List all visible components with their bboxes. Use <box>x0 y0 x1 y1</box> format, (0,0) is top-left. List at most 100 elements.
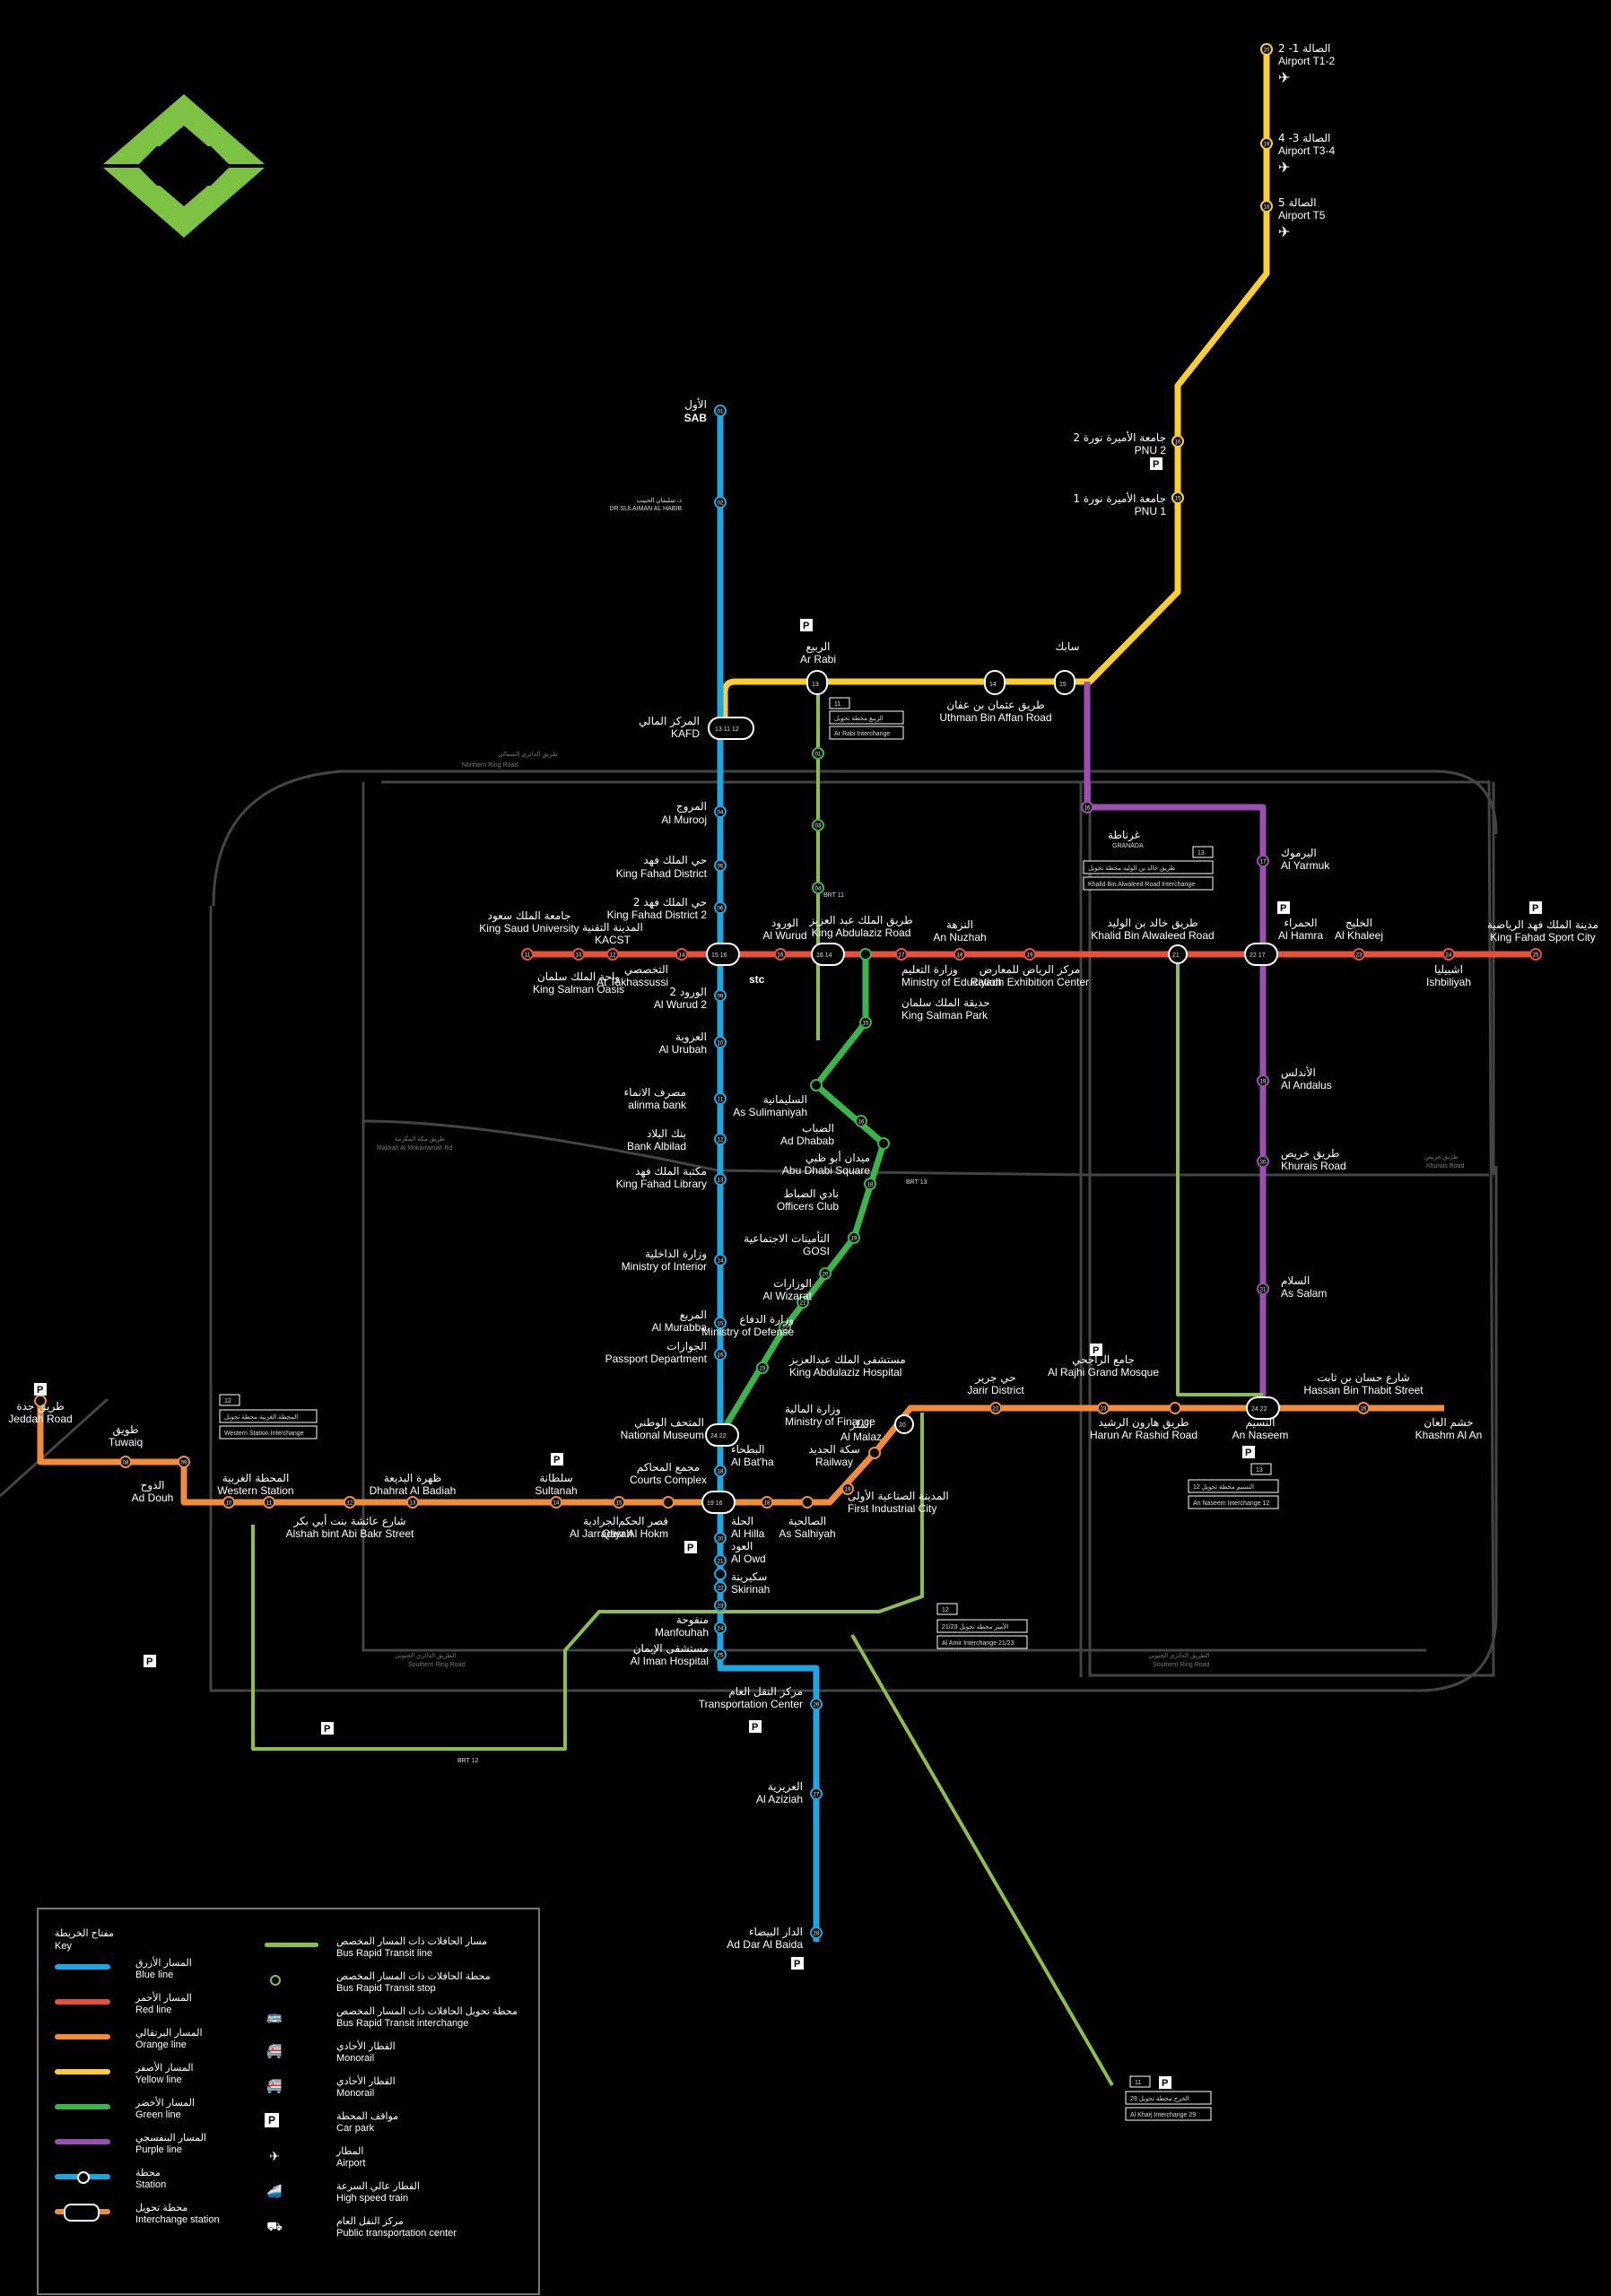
red-station-king-saud-university[interactable] <box>521 948 534 961</box>
purple-station-al-andalus[interactable] <box>1257 1074 1269 1087</box>
orange-station-railway[interactable] <box>841 1483 854 1495</box>
orange-station-ad-douh[interactable] <box>178 1456 190 1468</box>
orange-station-al-rajhi-grand-mosque[interactable] <box>989 1402 1002 1414</box>
blue-station-manfouhah[interactable] <box>714 1622 727 1634</box>
purple-station-granada[interactable] <box>1081 801 1093 813</box>
blue-station-as-salhiyah[interactable] <box>714 1568 727 1580</box>
red-station-riyadh-exhibition-center[interactable] <box>1023 948 1036 961</box>
blue-station-bank-albilad[interactable] <box>714 1133 727 1145</box>
interchange-national-museum[interactable]: 24 22 <box>705 1423 739 1447</box>
blue-station-king-fahad-library[interactable] <box>714 1173 727 1186</box>
blue-station-passport-department[interactable] <box>714 1348 727 1361</box>
blue-station-sab[interactable] <box>714 404 727 417</box>
blue-station-al-margab[interactable] <box>714 1554 727 1567</box>
green-station-king-abdulaziz-03[interactable] <box>812 819 824 831</box>
blue-station-alinma-bank[interactable] <box>714 1092 727 1105</box>
green-station-officers-club[interactable] <box>864 1178 876 1190</box>
red-station-king-fahad-sport-city[interactable] <box>1529 948 1542 961</box>
svg-text:الأمير محطة تحويل 21/23: الأمير محطة تحويل 21/23 <box>942 1622 1008 1631</box>
svg-text:شارع عائشة بنت أبي بكر: شارع عائشة بنت أبي بكر <box>292 1514 405 1528</box>
blue-station-al-murooj[interactable] <box>714 805 727 818</box>
purple-station-code: 19 <box>1260 1080 1267 1085</box>
red-station-king-salman-oasis[interactable] <box>572 948 585 961</box>
orange-station-al-malaz[interactable] <box>868 1447 881 1459</box>
red-station-kacst[interactable] <box>606 948 619 961</box>
blue-station-king-fahad-district-2[interactable] <box>714 901 727 914</box>
green-station-ministry-of-finance[interactable] <box>756 1361 769 1374</box>
interchange-uthman[interactable]: 14 <box>984 670 1006 695</box>
red-station-at-takhassussi[interactable] <box>675 948 688 961</box>
parking-icon: P P P P P P P P P P P P P P <box>34 457 1542 2089</box>
orange-station-sultanah[interactable] <box>406 1496 419 1509</box>
blue-station-al-iman-hospital[interactable] <box>714 1648 727 1661</box>
blue-station-ministry-of-interior[interactable] <box>714 1254 727 1266</box>
blue-station-al-murabba[interactable] <box>714 1317 727 1329</box>
orange-station-as-salhiyah[interactable] <box>761 1496 773 1509</box>
green-station-ministry-of-education[interactable] <box>859 948 872 961</box>
blue-station-al-hilla[interactable] <box>714 1532 727 1544</box>
orange-station-an-naseem[interactable] <box>1169 1402 1181 1414</box>
purple-station-khurais-road[interactable] <box>1257 1155 1269 1168</box>
blue-station-king-fahad-district[interactable] <box>714 859 727 872</box>
green-station-king-abdulaziz-01[interactable] <box>812 747 824 760</box>
red-station-an-nuzhah[interactable] <box>954 948 966 961</box>
yellow-station-airport-t5[interactable] <box>1260 200 1273 213</box>
red-station-al-wurud[interactable] <box>774 948 787 961</box>
blue-station-al-aziziah[interactable] <box>810 1787 823 1800</box>
yellow-station-airport-t1-2[interactable] <box>1260 43 1273 56</box>
orange-station-first-industrial-city[interactable] <box>801 1496 814 1509</box>
red-station-al-khaleej[interactable] <box>1353 948 1365 961</box>
svg-text:King Salman Oasis: King Salman Oasis <box>533 983 624 996</box>
svg-text:خشم العان: خشم العان <box>1424 1416 1473 1429</box>
blue-station-skirinah[interactable] <box>714 1599 727 1612</box>
purple-station-al-yarmuk[interactable] <box>1257 855 1269 867</box>
purple-station-as-salam[interactable] <box>1257 1283 1269 1295</box>
blue-station-al-wurud-2[interactable] <box>714 989 727 1002</box>
blue-station-dr-sulaiman-al-habib[interactable] <box>714 496 727 509</box>
green-station-ministry-of-defense[interactable] <box>797 1296 809 1309</box>
interchange-kafd[interactable]: 13 11 12 <box>708 717 754 740</box>
orange-station-dhahrat-al-badiah[interactable] <box>344 1496 356 1509</box>
orange-station-alshah-bint-abi-bakr-street[interactable] <box>263 1496 275 1509</box>
interchange-al-hamra[interactable]: 22 17 <box>1244 943 1278 966</box>
interchange-khalid-road[interactable]: 21 <box>1168 944 1188 964</box>
blue-station-al-urubah[interactable] <box>714 1036 727 1048</box>
green-station-ad-dhabab[interactable] <box>855 1115 867 1127</box>
green-station-al-wizarat[interactable] <box>819 1267 832 1280</box>
svg-text:As Sulimaniyah: As Sulimaniyah <box>733 1106 807 1118</box>
yellow-station-pnu-1[interactable] <box>1171 491 1184 504</box>
orange-station-khashm-al-an[interactable] <box>1357 1402 1370 1414</box>
orange-station-qasr-al-hokm[interactable] <box>662 1496 675 1509</box>
orange-station-tuwaiq[interactable] <box>119 1456 132 1468</box>
orange-station-al-jarradiyah[interactable] <box>550 1496 562 1509</box>
red-station-ministry-of-education[interactable] <box>895 948 908 961</box>
green-station-king-abdulaziz-hospital[interactable] <box>779 1321 791 1334</box>
orange-station-courts-complex[interactable] <box>613 1496 625 1509</box>
orange-station-western-station[interactable] <box>222 1496 235 1509</box>
interchange-qasr-al-hokm[interactable]: 19 16 <box>701 1491 736 1514</box>
green-station-abu-dhabi-square[interactable] <box>877 1137 890 1150</box>
yellow-station-pnu-2[interactable] <box>1171 435 1184 448</box>
blue-station-transportation-center[interactable] <box>810 1698 823 1710</box>
red-station-ishbiliyah[interactable] <box>1442 948 1455 961</box>
interchange-al-malaz[interactable]: 20 <box>894 1414 914 1434</box>
svg-text:Khalid Bin Alwaleed Road Inter: Khalid Bin Alwaleed Road Interchange <box>1088 882 1195 888</box>
orange-station-code: 13 <box>410 1501 416 1507</box>
green-station-code: 16 <box>858 1120 865 1126</box>
blue-station-al-bat-ha[interactable] <box>714 1465 727 1477</box>
interchange-an-naseem[interactable]: 24 22 <box>1246 1396 1280 1420</box>
orange-station-harun-ar-rashid-road[interactable] <box>1097 1402 1110 1414</box>
green-station-as-sulimaniyah[interactable] <box>810 1079 823 1091</box>
green-station-gosi[interactable] <box>848 1231 860 1244</box>
green-station-king-salman-park[interactable] <box>859 1016 872 1029</box>
yellow-station-airport-t3-4[interactable] <box>1260 137 1273 150</box>
interchange-ar-rabi[interactable]: 13 <box>806 670 828 695</box>
red-station-code: 13 <box>576 953 582 959</box>
interchange-stc[interactable]: 15 16 <box>706 943 740 966</box>
svg-text:طريق الدائري الشمالي: طريق الدائري الشمالي <box>498 751 558 758</box>
interchange-king-abdulaziz-road[interactable]: 16 14 <box>811 943 845 966</box>
blue-station-ad-dar-al-baida[interactable] <box>810 1926 823 1939</box>
blue-station-al-owd[interactable] <box>714 1581 727 1594</box>
interchange-sabic[interactable]: 15 <box>1054 670 1075 695</box>
green-station-king-abdulaziz-04[interactable] <box>812 882 824 894</box>
